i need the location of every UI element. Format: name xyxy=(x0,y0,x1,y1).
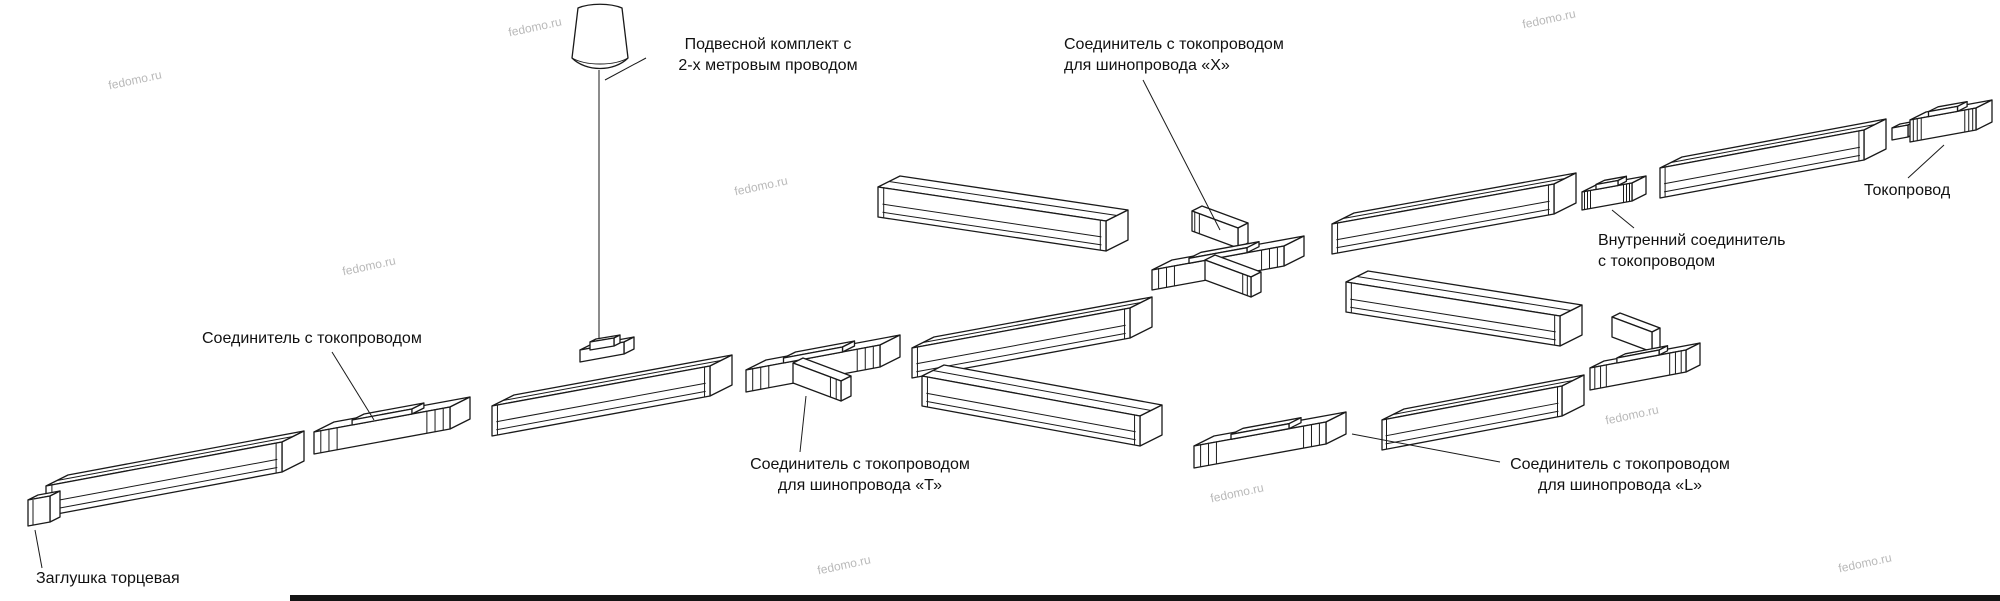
bottom-border xyxy=(290,595,2000,601)
label-pendant-kit-line1: Подвесной комплект с xyxy=(684,36,852,53)
label-l-connector-line1: Соединитель с токопроводом xyxy=(1510,456,1730,473)
label-pendant-kit-line2: 2-х метровым проводом xyxy=(678,57,858,74)
label-end-cap: Заглушка торцевая xyxy=(36,568,180,589)
label-conductor: Токопровод xyxy=(1864,180,1950,201)
label-l-connector: Соединитель с токопроводом для шинопрово… xyxy=(1470,454,1770,496)
label-x-connector: Соединитель с токопроводом для шинопрово… xyxy=(1064,34,1284,76)
label-x-connector-line2: для шинопровода «X» xyxy=(1064,57,1230,74)
label-end-cap-text: Заглушка торцевая xyxy=(36,570,180,587)
label-connector: Соединитель с токопроводом xyxy=(202,328,422,349)
label-inner-connector-line2: с токопроводом xyxy=(1598,253,1716,270)
label-x-connector-line1: Соединитель с токопроводом xyxy=(1064,36,1284,53)
label-t-connector: Соединитель с токопроводом для шинопрово… xyxy=(710,454,1010,496)
label-inner-connector: Внутренний соединитель с токопроводом xyxy=(1598,230,1785,272)
label-connector-text: Соединитель с токопроводом xyxy=(202,330,422,347)
label-t-connector-line1: Соединитель с токопроводом xyxy=(750,456,970,473)
label-l-connector-line2: для шинопровода «L» xyxy=(1538,477,1702,494)
label-pendant-kit: Подвесной комплект с 2-х метровым провод… xyxy=(618,34,918,76)
label-conductor-text: Токопровод xyxy=(1864,182,1951,199)
label-t-connector-line2: для шинопровода «Т» xyxy=(777,477,943,494)
label-inner-connector-line1: Внутренний соединитель xyxy=(1598,232,1786,249)
